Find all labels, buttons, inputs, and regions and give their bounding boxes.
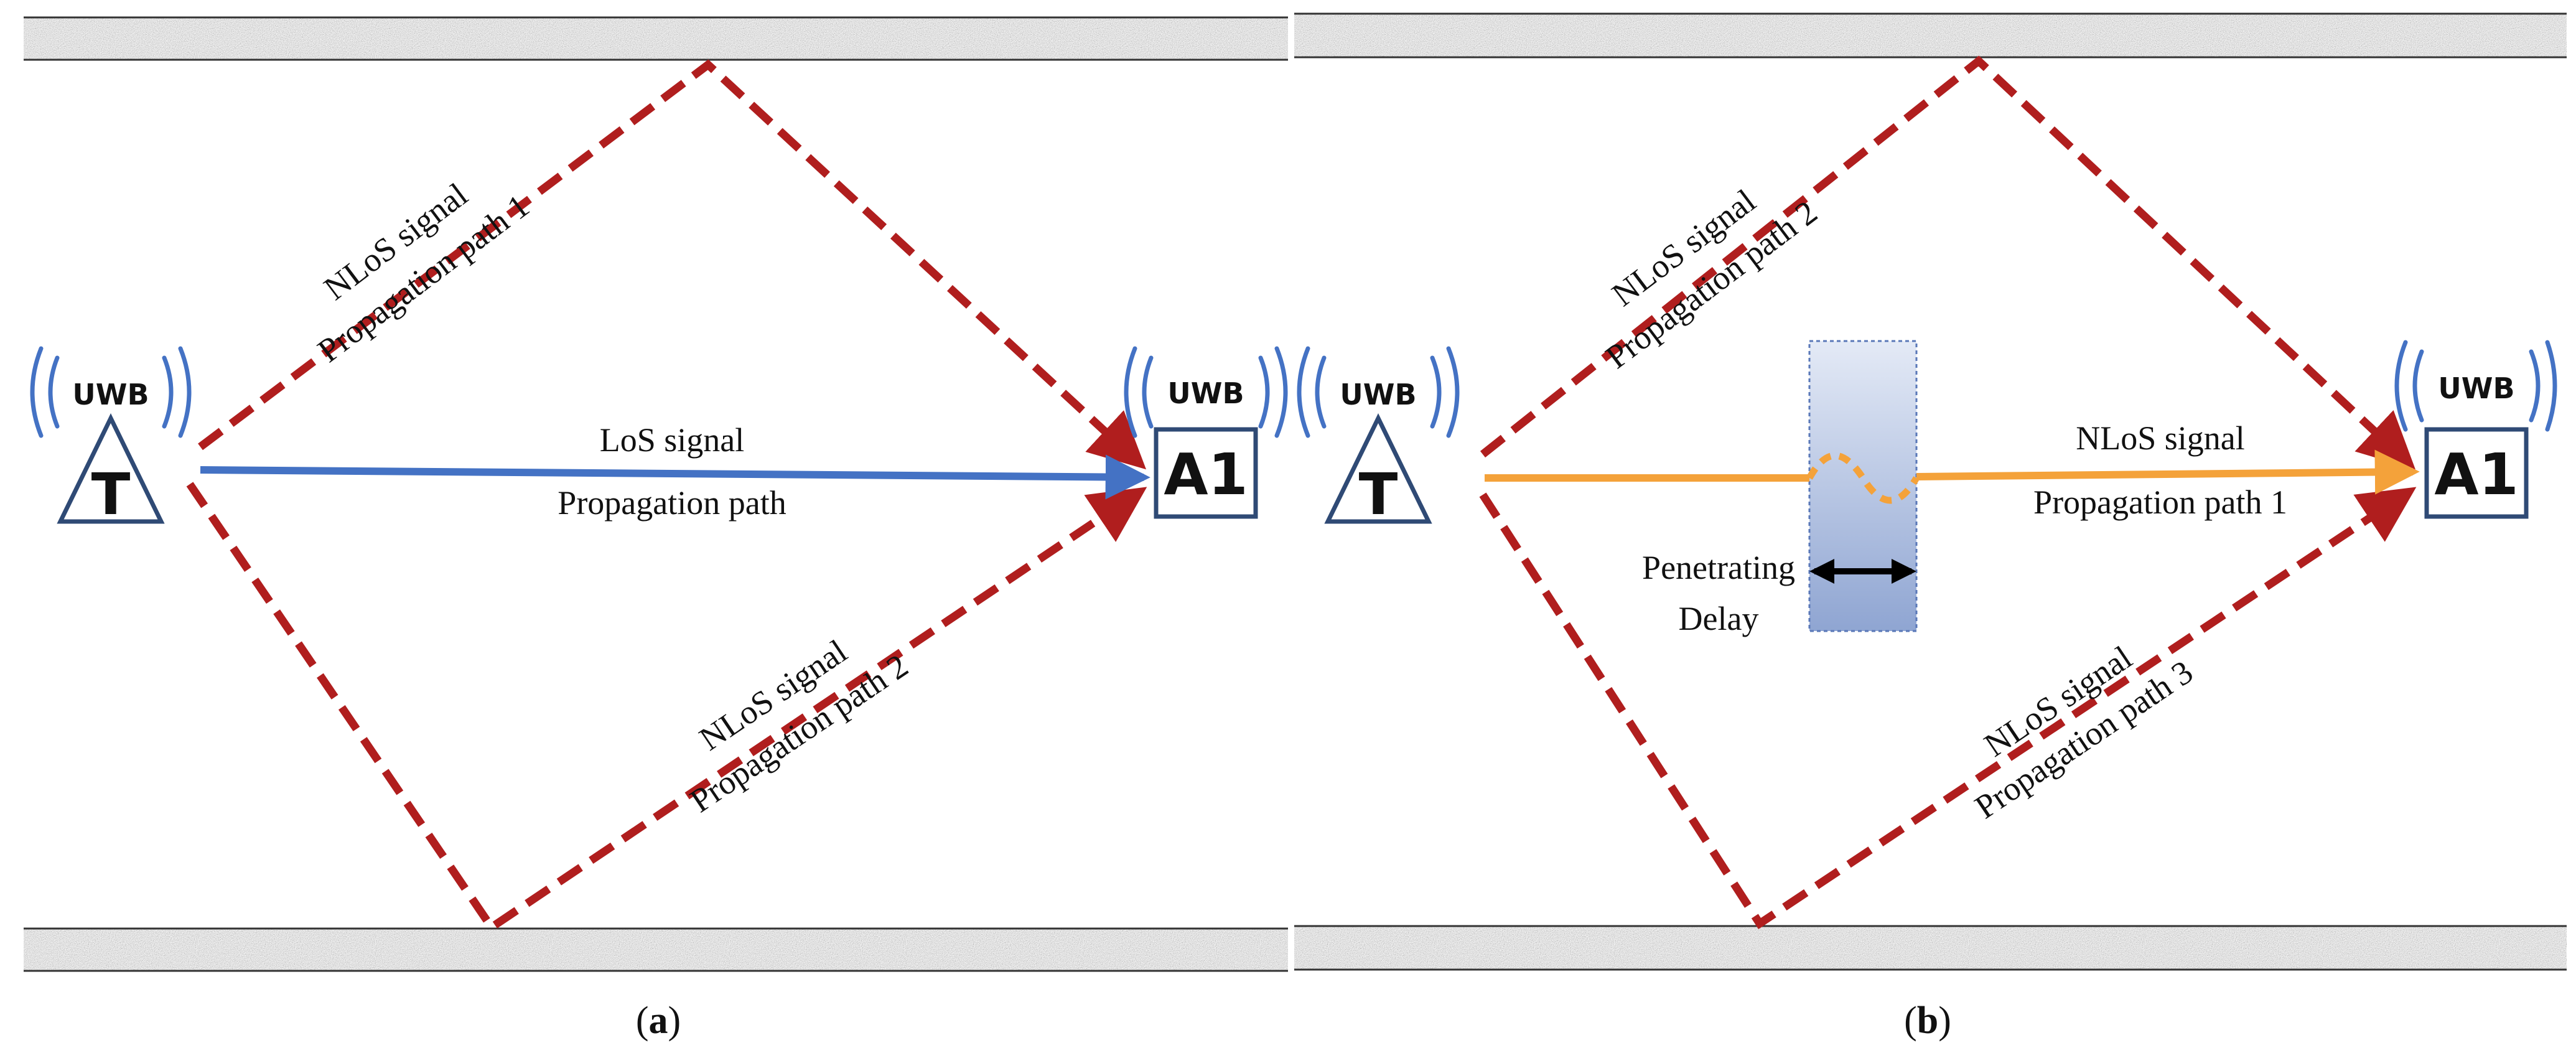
transmitter-label: T (91, 461, 131, 528)
wall-top-a (24, 17, 1288, 60)
signal-wave-icon (1124, 346, 1137, 438)
anchor-box (1154, 427, 1258, 519)
upper-path-label: NLoS signal Propagation path 1 (311, 176, 536, 369)
anchor-box (2424, 427, 2529, 519)
anchor-label: A1 (2434, 441, 2518, 508)
obstacle-label-line2: Delay (1679, 600, 1759, 637)
walls (24, 12, 2567, 972)
anchor-label: A1 (1164, 441, 1248, 508)
signal-wave-icon (2394, 340, 2408, 432)
direct-los-path (200, 454, 1150, 500)
signal-wave-icon (162, 355, 174, 429)
signal-wave-icon (30, 346, 44, 438)
direct-path-label-line2: Propagation path (558, 484, 786, 522)
transmitter-uwb-badge: UWB (1340, 378, 1416, 411)
signal-wave-icon (178, 346, 192, 438)
signal-wave-icon (1258, 355, 1270, 429)
transmitter-node: T UWB (1297, 346, 1460, 528)
anchor-uwb-badge: UWB (2438, 372, 2514, 405)
lower-reflection-path (186, 482, 1147, 933)
penetrating-path-out (1916, 449, 2420, 495)
upper-reflection-path (1480, 55, 2415, 470)
anchor-uwb-badge: UWB (1167, 377, 1244, 410)
panel-a: T UWB A1 UWB LoS signal Propagation path… (30, 59, 1288, 1042)
upper-reflection-path (198, 59, 1147, 470)
direct-path-label-line2: Propagation path 1 (2033, 484, 2287, 521)
panel-a-caption: (a) (636, 999, 681, 1042)
wall-bottom-a (24, 929, 1288, 971)
panel-b-caption: (b) (1904, 999, 1951, 1042)
transmitter-label: T (1359, 461, 1398, 528)
lower-reflection-path (1479, 487, 2417, 930)
wall-bottom-b (1294, 926, 2567, 970)
obstacle-label-line1: Penetrating (1642, 549, 1795, 586)
wall-top-b (1294, 14, 2567, 57)
signal-wave-icon (2412, 349, 2424, 423)
lower-path-label: NLoS signal Propagation path 3 (1968, 639, 2200, 826)
signal-wave-icon (1446, 346, 1460, 438)
lower-path-label: NLoS signal Propagation path 2 (683, 632, 915, 820)
direct-path-label-line1: NLoS signal (2076, 419, 2245, 457)
signal-wave-icon (1142, 355, 1154, 429)
signal-wave-icon (1430, 355, 1442, 429)
transmitter-triangle (1324, 413, 1432, 524)
signal-wave-icon (2529, 349, 2541, 423)
panel-b: T UWB A1 UWB NLoS signal Propagation pat… (1297, 55, 2557, 1042)
anchor-node: A1 UWB (2394, 340, 2557, 519)
transmitter-uwb-badge: UWB (72, 378, 149, 411)
penetrating-path-inside (1806, 452, 1920, 504)
anchor-node: A1 UWB (1124, 346, 1288, 519)
signal-wave-icon (1274, 346, 1288, 438)
signal-wave-icon (1315, 355, 1327, 429)
transmitter-triangle (57, 413, 165, 524)
signal-wave-icon (1297, 346, 1310, 438)
upper-path-label: NLoS signal Propagation path 2 (1599, 182, 1824, 375)
signal-wave-icon (2545, 340, 2557, 432)
transmitter-node: T UWB (30, 346, 192, 528)
obstacle-block (1808, 340, 1918, 632)
signal-wave-icon (48, 355, 60, 429)
direct-path-label-line1: LoS signal (600, 421, 745, 459)
